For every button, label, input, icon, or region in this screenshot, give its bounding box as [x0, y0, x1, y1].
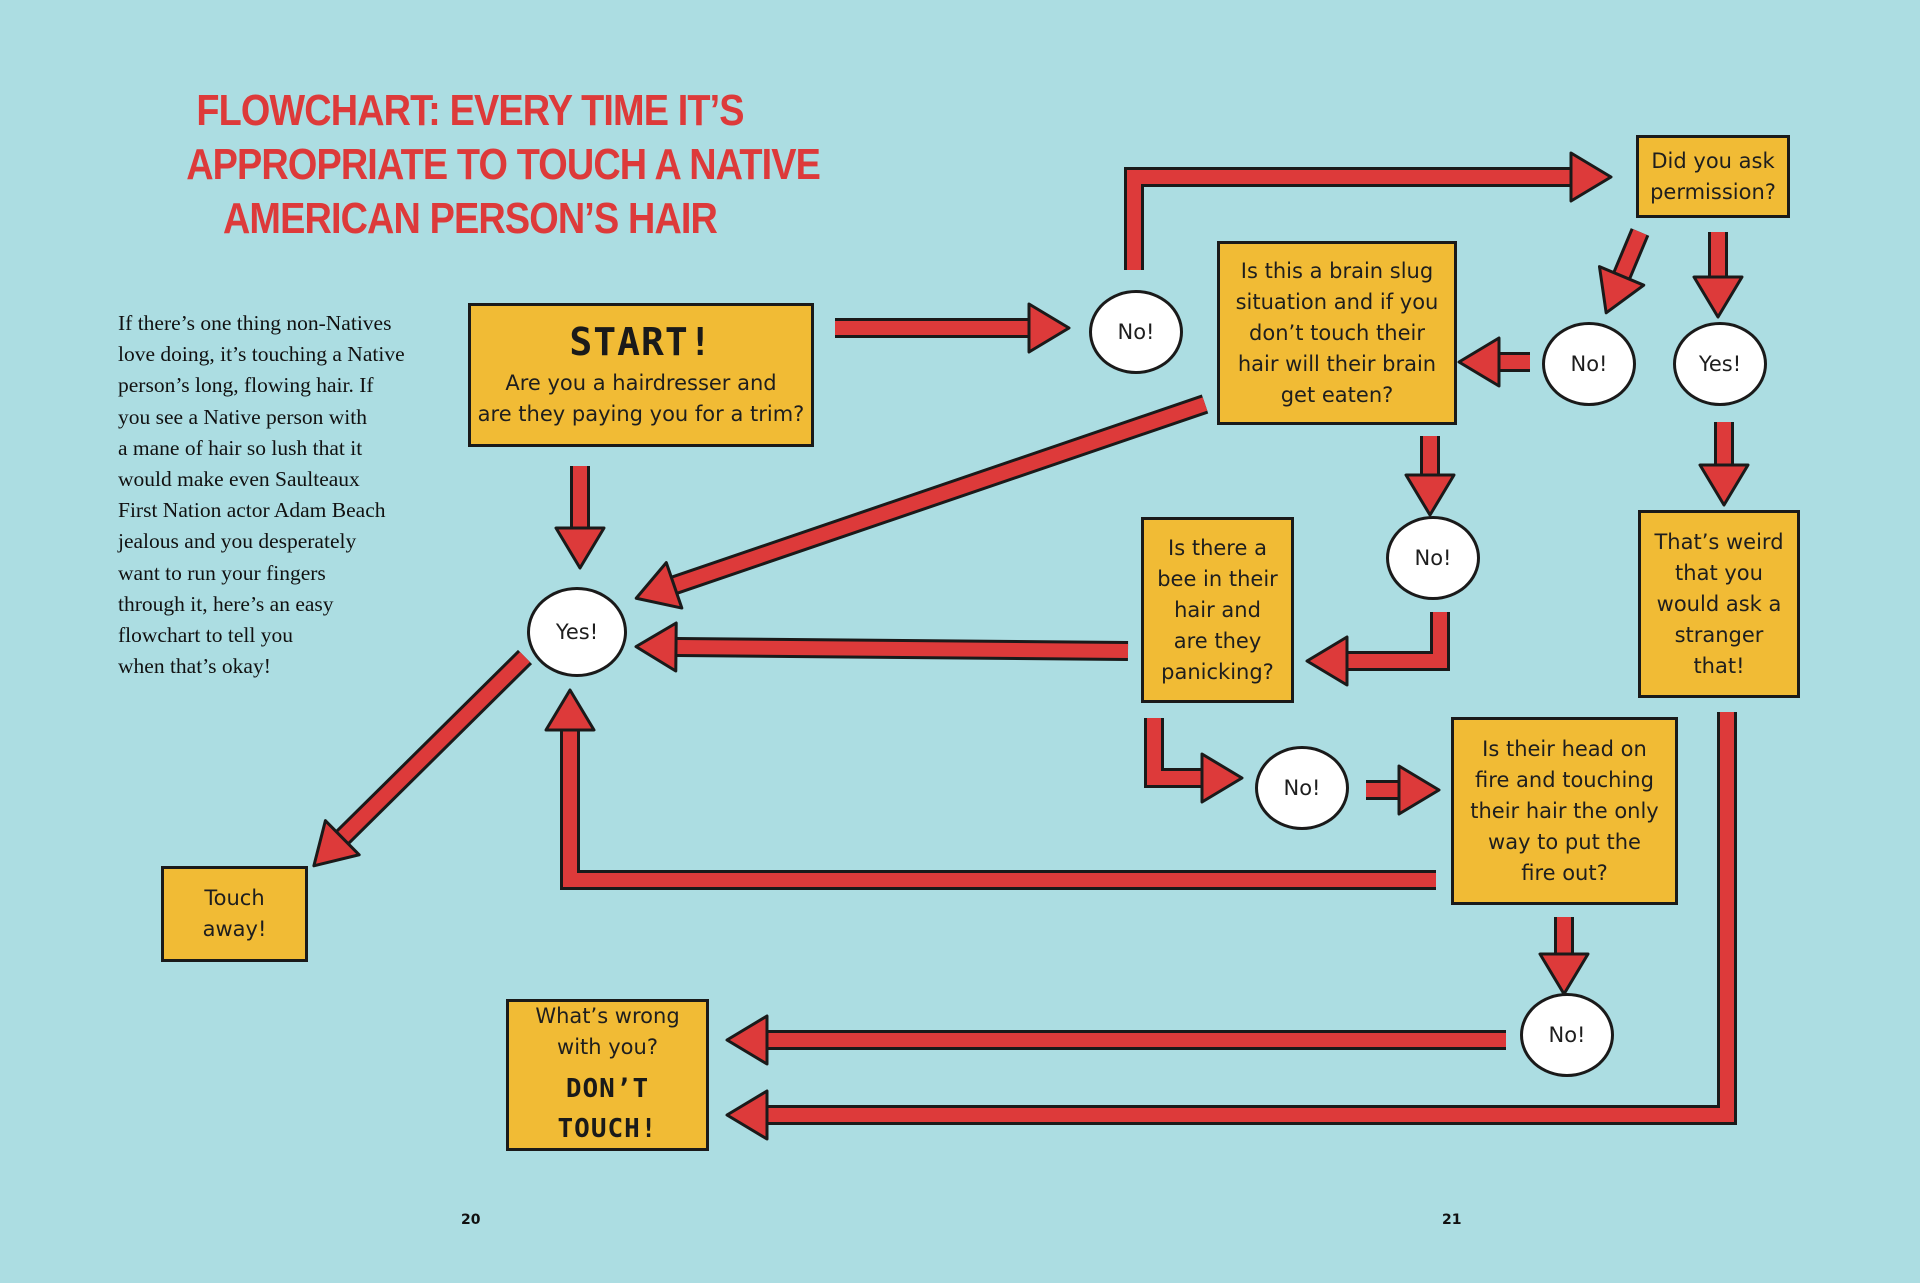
title-line: FLOWCHART: EVERY TIME IT’S [196, 86, 744, 135]
arrow-weird-to-wrong [725, 712, 1734, 1141]
intro-line: First Nation actor Adam Beach [118, 498, 386, 523]
arrow-yes-to-touch [312, 652, 530, 868]
arrow-bee-to-no-outline [1144, 718, 1201, 788]
start-question-line: are they paying you for a trim? [477, 402, 805, 426]
brain-slug-line: don’t touch their [1249, 320, 1425, 345]
intro-paragraph: If there’s one thing non-Natives love do… [118, 308, 458, 682]
no-circle-bee: No! [1255, 746, 1349, 830]
fire-line: Is their head on [1482, 736, 1647, 761]
intro-line: you see a Native person with [118, 404, 367, 429]
yes-circle-permission: Yes! [1673, 322, 1767, 406]
intro-line: flowchart to tell you [118, 623, 293, 648]
title-line: AMERICAN PERSON’S HAIR [222, 194, 718, 243]
arrow-bee-to-yes [634, 621, 1129, 673]
intro-line: love doing, it’s touching a Native [118, 342, 405, 367]
fire-line: their hair the only [1470, 798, 1659, 823]
no-circle-label: No! [1283, 776, 1321, 800]
permission-box: Did you ask permission? [1636, 135, 1790, 218]
arrow-no-to-bee-outline [1348, 612, 1450, 671]
intro-line: want to run your fingers [118, 560, 326, 585]
bee-line: bee in their [1157, 566, 1278, 591]
weird-line: that you [1675, 560, 1763, 585]
no-circle-label: No! [1570, 352, 1608, 376]
bee-box: Is there a bee in their hair and are the… [1141, 517, 1294, 703]
brain-slug-line: Is this a brain slug [1240, 258, 1434, 283]
weird-box: That’s weird that you would ask a strang… [1638, 510, 1800, 698]
intro-line: through it, here’s an easy [118, 591, 334, 616]
no-circle-label: No! [1414, 546, 1452, 570]
weird-line: That’s weird [1654, 529, 1784, 554]
arrow-fire-to-yes [544, 688, 1436, 887]
bee-line: are they [1173, 628, 1262, 653]
no-circle-fire: No! [1520, 993, 1614, 1077]
intro-line: If there’s one thing non-Natives [118, 311, 392, 335]
brain-slug-line: situation and if you [1235, 289, 1439, 314]
arrow-permission-to-no [1597, 229, 1647, 315]
intro-line: person’s long, flowing hair. If [118, 373, 374, 398]
no-circle-brain-slug: No! [1386, 516, 1480, 600]
bee-line: Is there a [1168, 535, 1267, 560]
start-box: START! Are you a hairdresser and are the… [468, 303, 814, 447]
fire-line: way to put the [1488, 829, 1641, 854]
weird-line: would ask a [1656, 591, 1782, 616]
yes-circle-main: Yes! [527, 587, 627, 677]
intro-line: would make even Saulteaux [118, 467, 360, 492]
arrow-brain-to-yes [634, 397, 1208, 610]
intro-line: jealous and you desperately [118, 529, 357, 554]
touch-away-line: Touch [204, 886, 265, 910]
yes-circle-label: Yes! [1698, 352, 1742, 376]
brain-slug-box: Is this a brain slug situation and if yo… [1217, 241, 1457, 425]
no-circle-start: No! [1089, 290, 1183, 374]
no-circle-label: No! [1117, 320, 1155, 344]
fire-line: fire out? [1521, 860, 1608, 885]
bee-line: hair and [1174, 597, 1261, 622]
intro-line: a mane of hair so lush that it [118, 435, 363, 460]
weird-line: stranger [1674, 622, 1764, 647]
fire-box: Is their head on fire and touching their… [1451, 717, 1678, 905]
whats-wrong-line: with you? [557, 1035, 658, 1059]
no-circle-permission: No! [1542, 322, 1636, 406]
permission-line: Did you ask [1651, 148, 1775, 173]
start-heading: START! [569, 320, 713, 364]
touch-away-line: away! [202, 917, 267, 941]
permission-line: permission? [1650, 179, 1776, 204]
touch-away-box: Touch away! [161, 866, 308, 962]
title-line: APPROPRIATE TO TOUCH A NATIVE [186, 140, 821, 189]
bee-line: panicking? [1161, 659, 1274, 684]
arrow-no-to-bee [1305, 612, 1447, 687]
dont-touch-text: DON’T TOUCH! [557, 1074, 658, 1144]
intro-line: when that’s okay! [118, 654, 271, 679]
brain-slug-line: hair will their brain [1237, 351, 1437, 376]
page-number-left: 20 [461, 1212, 481, 1228]
weird-line: that! [1693, 653, 1745, 678]
arrow-bee-to-no [1147, 718, 1244, 804]
whats-wrong-line: What’s wrong [535, 1004, 680, 1028]
fire-line: fire and touching [1475, 767, 1654, 792]
whats-wrong-box: What’s wrong with you? DON’T TOUCH! [506, 999, 709, 1151]
brain-slug-line: get eaten? [1280, 382, 1394, 407]
yes-circle-label: Yes! [555, 620, 599, 644]
arrow-no-to-permission [1127, 151, 1613, 270]
page-number-right: 21 [1442, 1212, 1462, 1228]
no-circle-label: No! [1548, 1023, 1586, 1047]
start-question-line: Are you a hairdresser and [505, 371, 777, 395]
page-title: FLOWCHART: EVERY TIME IT’S APPROPRIATE T… [186, 84, 821, 246]
